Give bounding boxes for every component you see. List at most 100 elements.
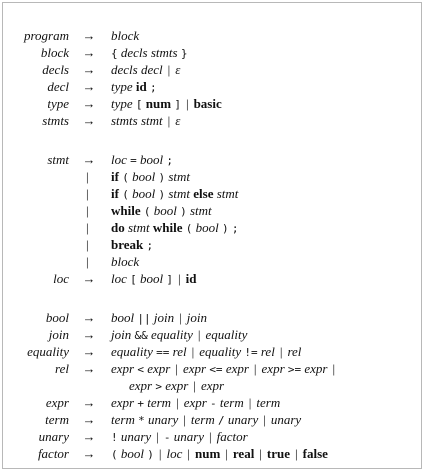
terminal-symbol: { bbox=[111, 47, 118, 60]
nonterminal: join bbox=[153, 310, 175, 325]
production-lhs: decls bbox=[42, 62, 69, 77]
nonterminal: type bbox=[111, 96, 133, 111]
nonterminal: bool bbox=[132, 169, 156, 184]
arrow-symbol: → bbox=[82, 62, 96, 77]
terminal-symbol: != bbox=[244, 346, 258, 359]
alternative-bar: | bbox=[253, 361, 257, 376]
alternative-bar: | bbox=[176, 395, 179, 410]
terminal-keyword: num bbox=[194, 446, 221, 461]
production-row: rel→expr < expr|expr <= expr|expr >= exp… bbox=[3, 360, 423, 377]
nonterminal: bool bbox=[140, 152, 164, 167]
terminal-symbol: ! bbox=[111, 431, 118, 444]
production-row: | do stmt while ( bool ) ; bbox=[3, 219, 423, 236]
terminal-symbol: * bbox=[138, 414, 145, 427]
terminal-keyword: do bbox=[111, 220, 125, 235]
production-row: block→{ decls stmts } bbox=[3, 44, 423, 61]
alternative-bar: | bbox=[86, 254, 89, 269]
production-lhs: equality bbox=[27, 344, 69, 359]
alternative-bar: | bbox=[248, 395, 252, 410]
production-row: join→join && equality|equality bbox=[3, 326, 423, 343]
production-row: |break ; bbox=[3, 236, 423, 253]
nonterminal: term bbox=[147, 395, 172, 410]
arrow-symbol: → bbox=[82, 361, 96, 376]
nonterminal: bool bbox=[111, 310, 135, 325]
nonterminal: stmt bbox=[190, 203, 212, 218]
alternative-bar: | bbox=[209, 429, 212, 444]
production-row: stmts→stmts stmt|ε bbox=[3, 112, 423, 129]
production-rhs: expr < expr|expr <= expr|expr >= expr| bbox=[111, 360, 340, 378]
alternative-bar: | bbox=[86, 203, 89, 218]
nonterminal: bool bbox=[120, 446, 144, 461]
production-lhs: block bbox=[40, 45, 69, 60]
nonterminal: decls decl bbox=[111, 62, 163, 77]
nonterminal: term bbox=[111, 412, 135, 427]
terminal-keyword: true bbox=[266, 446, 291, 461]
production-row: |while ( bool ) stmt bbox=[3, 202, 423, 219]
terminal-keyword: break bbox=[111, 237, 144, 252]
alternative-bar: | bbox=[263, 412, 266, 427]
nonterminal: expr bbox=[147, 361, 171, 376]
terminal-symbol: ) bbox=[147, 448, 154, 461]
production-row: | block bbox=[3, 253, 423, 270]
terminal-symbol: ) bbox=[158, 171, 166, 184]
terminal-symbol: + bbox=[137, 397, 144, 410]
production-rhs: block bbox=[111, 27, 139, 44]
alternative-bar: | bbox=[167, 62, 171, 77]
alternative-bar: | bbox=[179, 310, 182, 325]
production-lhs: unary bbox=[38, 429, 69, 444]
production-row: expr→expr + term|expr - term|term bbox=[3, 394, 423, 411]
nonterminal: loc bbox=[111, 271, 127, 286]
alternative-bar: | bbox=[193, 378, 196, 393]
production-lhs: decl bbox=[47, 79, 69, 94]
terminal-symbol: ( bbox=[185, 222, 193, 235]
nonterminal: bool bbox=[132, 186, 156, 201]
nonterminal: decls stmts bbox=[120, 45, 178, 60]
alternative-bar: | bbox=[332, 361, 336, 376]
production-row: expr > expr|expr bbox=[3, 377, 423, 394]
production-row: stmt→loc = bool ; bbox=[3, 151, 423, 168]
production-row: term→term * unary|term / unary|unary bbox=[3, 411, 423, 428]
nonterminal: loc bbox=[111, 152, 127, 167]
nonterminal: unary bbox=[120, 429, 152, 444]
arrow-symbol: → bbox=[82, 96, 96, 111]
terminal-keyword: num bbox=[145, 96, 172, 111]
arrow-symbol: → bbox=[82, 344, 96, 359]
nonterminal: ε bbox=[175, 113, 181, 128]
terminal-symbol: ( bbox=[122, 171, 129, 184]
production-rhs: do stmt while ( bool ) ; bbox=[111, 219, 239, 237]
alternative-bar: | bbox=[259, 446, 262, 461]
nonterminal: stmts stmt bbox=[111, 113, 163, 128]
terminal-symbol: ] bbox=[166, 273, 174, 286]
alternative-bar: | bbox=[295, 446, 298, 461]
nonterminal: equality bbox=[199, 344, 242, 359]
terminal-symbol: ] bbox=[174, 98, 181, 111]
production-row: decls→decls decl|ε bbox=[3, 61, 423, 78]
arrow-symbol: → bbox=[82, 395, 96, 410]
terminal-keyword: else bbox=[193, 186, 214, 201]
nonterminal: expr bbox=[183, 395, 207, 410]
nonterminal: block bbox=[111, 254, 140, 269]
arrow-symbol: → bbox=[82, 79, 96, 94]
alternative-bar: | bbox=[156, 429, 159, 444]
production-row: program→block bbox=[3, 27, 423, 44]
alternative-bar: | bbox=[86, 237, 89, 252]
production-lhs: stmt bbox=[47, 152, 69, 167]
terminal-keyword: real bbox=[232, 446, 255, 461]
nonterminal: expr bbox=[165, 378, 189, 393]
terminal-symbol: <= bbox=[209, 363, 223, 376]
terminal-keyword: basic bbox=[193, 96, 222, 111]
terminal-keyword: if bbox=[111, 169, 119, 184]
alternative-bar: | bbox=[86, 220, 89, 235]
terminal-keyword: if bbox=[111, 186, 119, 201]
terminal-symbol: == bbox=[156, 346, 170, 359]
production-row: unary→! unary|- unary|factor bbox=[3, 428, 423, 445]
nonterminal: term bbox=[219, 395, 244, 410]
nonterminal: term bbox=[256, 395, 281, 410]
production-rhs: equality == rel|equality != rel|rel bbox=[111, 343, 301, 361]
alternative-bar: | bbox=[197, 327, 201, 342]
terminal-keyword: while bbox=[152, 220, 183, 235]
production-rhs: stmts stmt|ε bbox=[111, 112, 180, 129]
terminal-keyword: while bbox=[111, 203, 141, 218]
nonterminal: block bbox=[111, 28, 140, 43]
